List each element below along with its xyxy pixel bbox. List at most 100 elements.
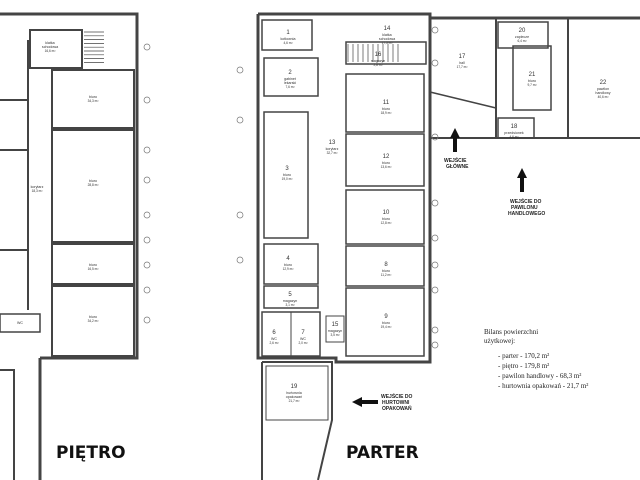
room-label: przedsionek xyxy=(504,131,524,135)
parter-outer-wall xyxy=(256,12,432,364)
room-area: 19,0 m² xyxy=(282,177,293,181)
room-area: 2,6 m² xyxy=(269,341,278,345)
room-area: 2,8 m² xyxy=(373,63,382,67)
axis-marker xyxy=(236,116,244,124)
bilans-item-hurtownia: - hurtownia opakowań - 21,7 m² xyxy=(498,382,588,390)
room-number: 15 xyxy=(332,322,339,328)
przedsionek-wall xyxy=(497,117,535,139)
room-label: biuro xyxy=(89,95,97,99)
room-label: biuro xyxy=(284,263,292,267)
room-area: 4,6 m² xyxy=(283,41,292,45)
bilans-item-pietro: - piętro - 179,8 m² xyxy=(498,362,549,370)
bilans-heading-1: Bilans powierzchni xyxy=(484,328,538,336)
room-label: hurtownia xyxy=(286,391,302,395)
room-label: biuro xyxy=(89,179,97,183)
entrance-pawilon-arrow xyxy=(517,168,527,192)
room-number: 22 xyxy=(600,80,607,86)
room-label: lekarski xyxy=(284,81,296,85)
parter-stair-wall xyxy=(345,41,427,65)
room-area: 40,6 m² xyxy=(598,95,609,99)
biuro-8-wall xyxy=(345,245,425,287)
room-label: handlowy xyxy=(595,91,610,95)
room-number: 3 xyxy=(285,166,289,172)
room-number: 9 xyxy=(384,314,388,320)
pietro-biuro-3-wall xyxy=(51,243,135,285)
room-label: biuro xyxy=(382,217,390,221)
biuro-9-wall xyxy=(345,287,425,357)
pietro-wc-wall xyxy=(0,313,41,333)
room-label: gabinet xyxy=(284,77,296,81)
room-label: kotłownia xyxy=(281,37,296,41)
walls xyxy=(0,12,640,480)
pietro-biuro-2-wall xyxy=(51,129,135,243)
room-area: 9,7 m² xyxy=(527,83,536,87)
axis-marker xyxy=(236,211,244,219)
entrance-pawilon-line3: HANDLOWEGO xyxy=(508,211,545,217)
room-label: magazyn xyxy=(371,59,386,63)
bilans-block: Bilans powierzchni użytkowej: - parter -… xyxy=(484,328,588,390)
room-number: 8 xyxy=(384,262,388,268)
pietro-biuro-4-wall xyxy=(51,285,135,357)
axis-marker xyxy=(143,316,151,324)
axis-marker xyxy=(143,146,151,154)
room-number: 16 xyxy=(375,52,382,58)
gabinet-wall xyxy=(263,57,319,97)
magazyn-15-wall xyxy=(325,315,345,343)
room-label: biuro xyxy=(89,315,97,319)
room-area: 19,4 m² xyxy=(381,325,392,329)
axis-marker xyxy=(431,133,439,141)
axis-marker xyxy=(236,256,244,264)
room-area: 7,6 m² xyxy=(285,85,294,89)
room-area: 21,7 m² xyxy=(289,399,300,403)
room-number: 12 xyxy=(383,154,390,160)
room-label: WC xyxy=(300,337,306,341)
room-area: 16,5 m² xyxy=(88,267,99,271)
room-label: opakowań xyxy=(286,395,302,399)
entrance-hurtownia: WEJŚCIE DO HURTOWNI OPAKOWAŃ xyxy=(381,393,413,412)
room-area: 34,2 m² xyxy=(88,319,99,323)
room-number: 4 xyxy=(286,256,290,262)
room-area: 2,0 m² xyxy=(298,341,307,345)
room-area: 12,8 m² xyxy=(381,221,392,225)
room-label: pawilon xyxy=(597,87,609,91)
axis-marker xyxy=(143,286,151,294)
entrance-glowne-line2: GŁÓWNE xyxy=(446,162,469,170)
zaplecze-wall xyxy=(497,21,549,49)
room-label: zaplecze xyxy=(515,35,529,39)
pietro-lower-left-wall xyxy=(0,369,15,480)
biuro-3-wall xyxy=(263,111,309,239)
room-area: 17,5 m² xyxy=(382,41,393,45)
room-number: 14 xyxy=(384,26,391,32)
biuro-21-wall xyxy=(512,45,552,111)
axis-marker xyxy=(431,199,439,207)
pietro-outer-wall xyxy=(0,12,139,360)
room-number: 17 xyxy=(459,54,466,60)
room-area: 32,7 m² xyxy=(327,151,338,155)
room-area: 11,2 m² xyxy=(381,273,392,277)
room-label: klatka xyxy=(382,33,391,37)
pietro-stair-wall xyxy=(29,29,83,69)
axis-marker xyxy=(431,261,439,269)
axis-marker xyxy=(143,236,151,244)
room-label: WC xyxy=(17,321,23,325)
room-area: 4,6 m² xyxy=(509,135,518,139)
entrance-pawilon-line2: PAWILONU xyxy=(511,205,538,211)
